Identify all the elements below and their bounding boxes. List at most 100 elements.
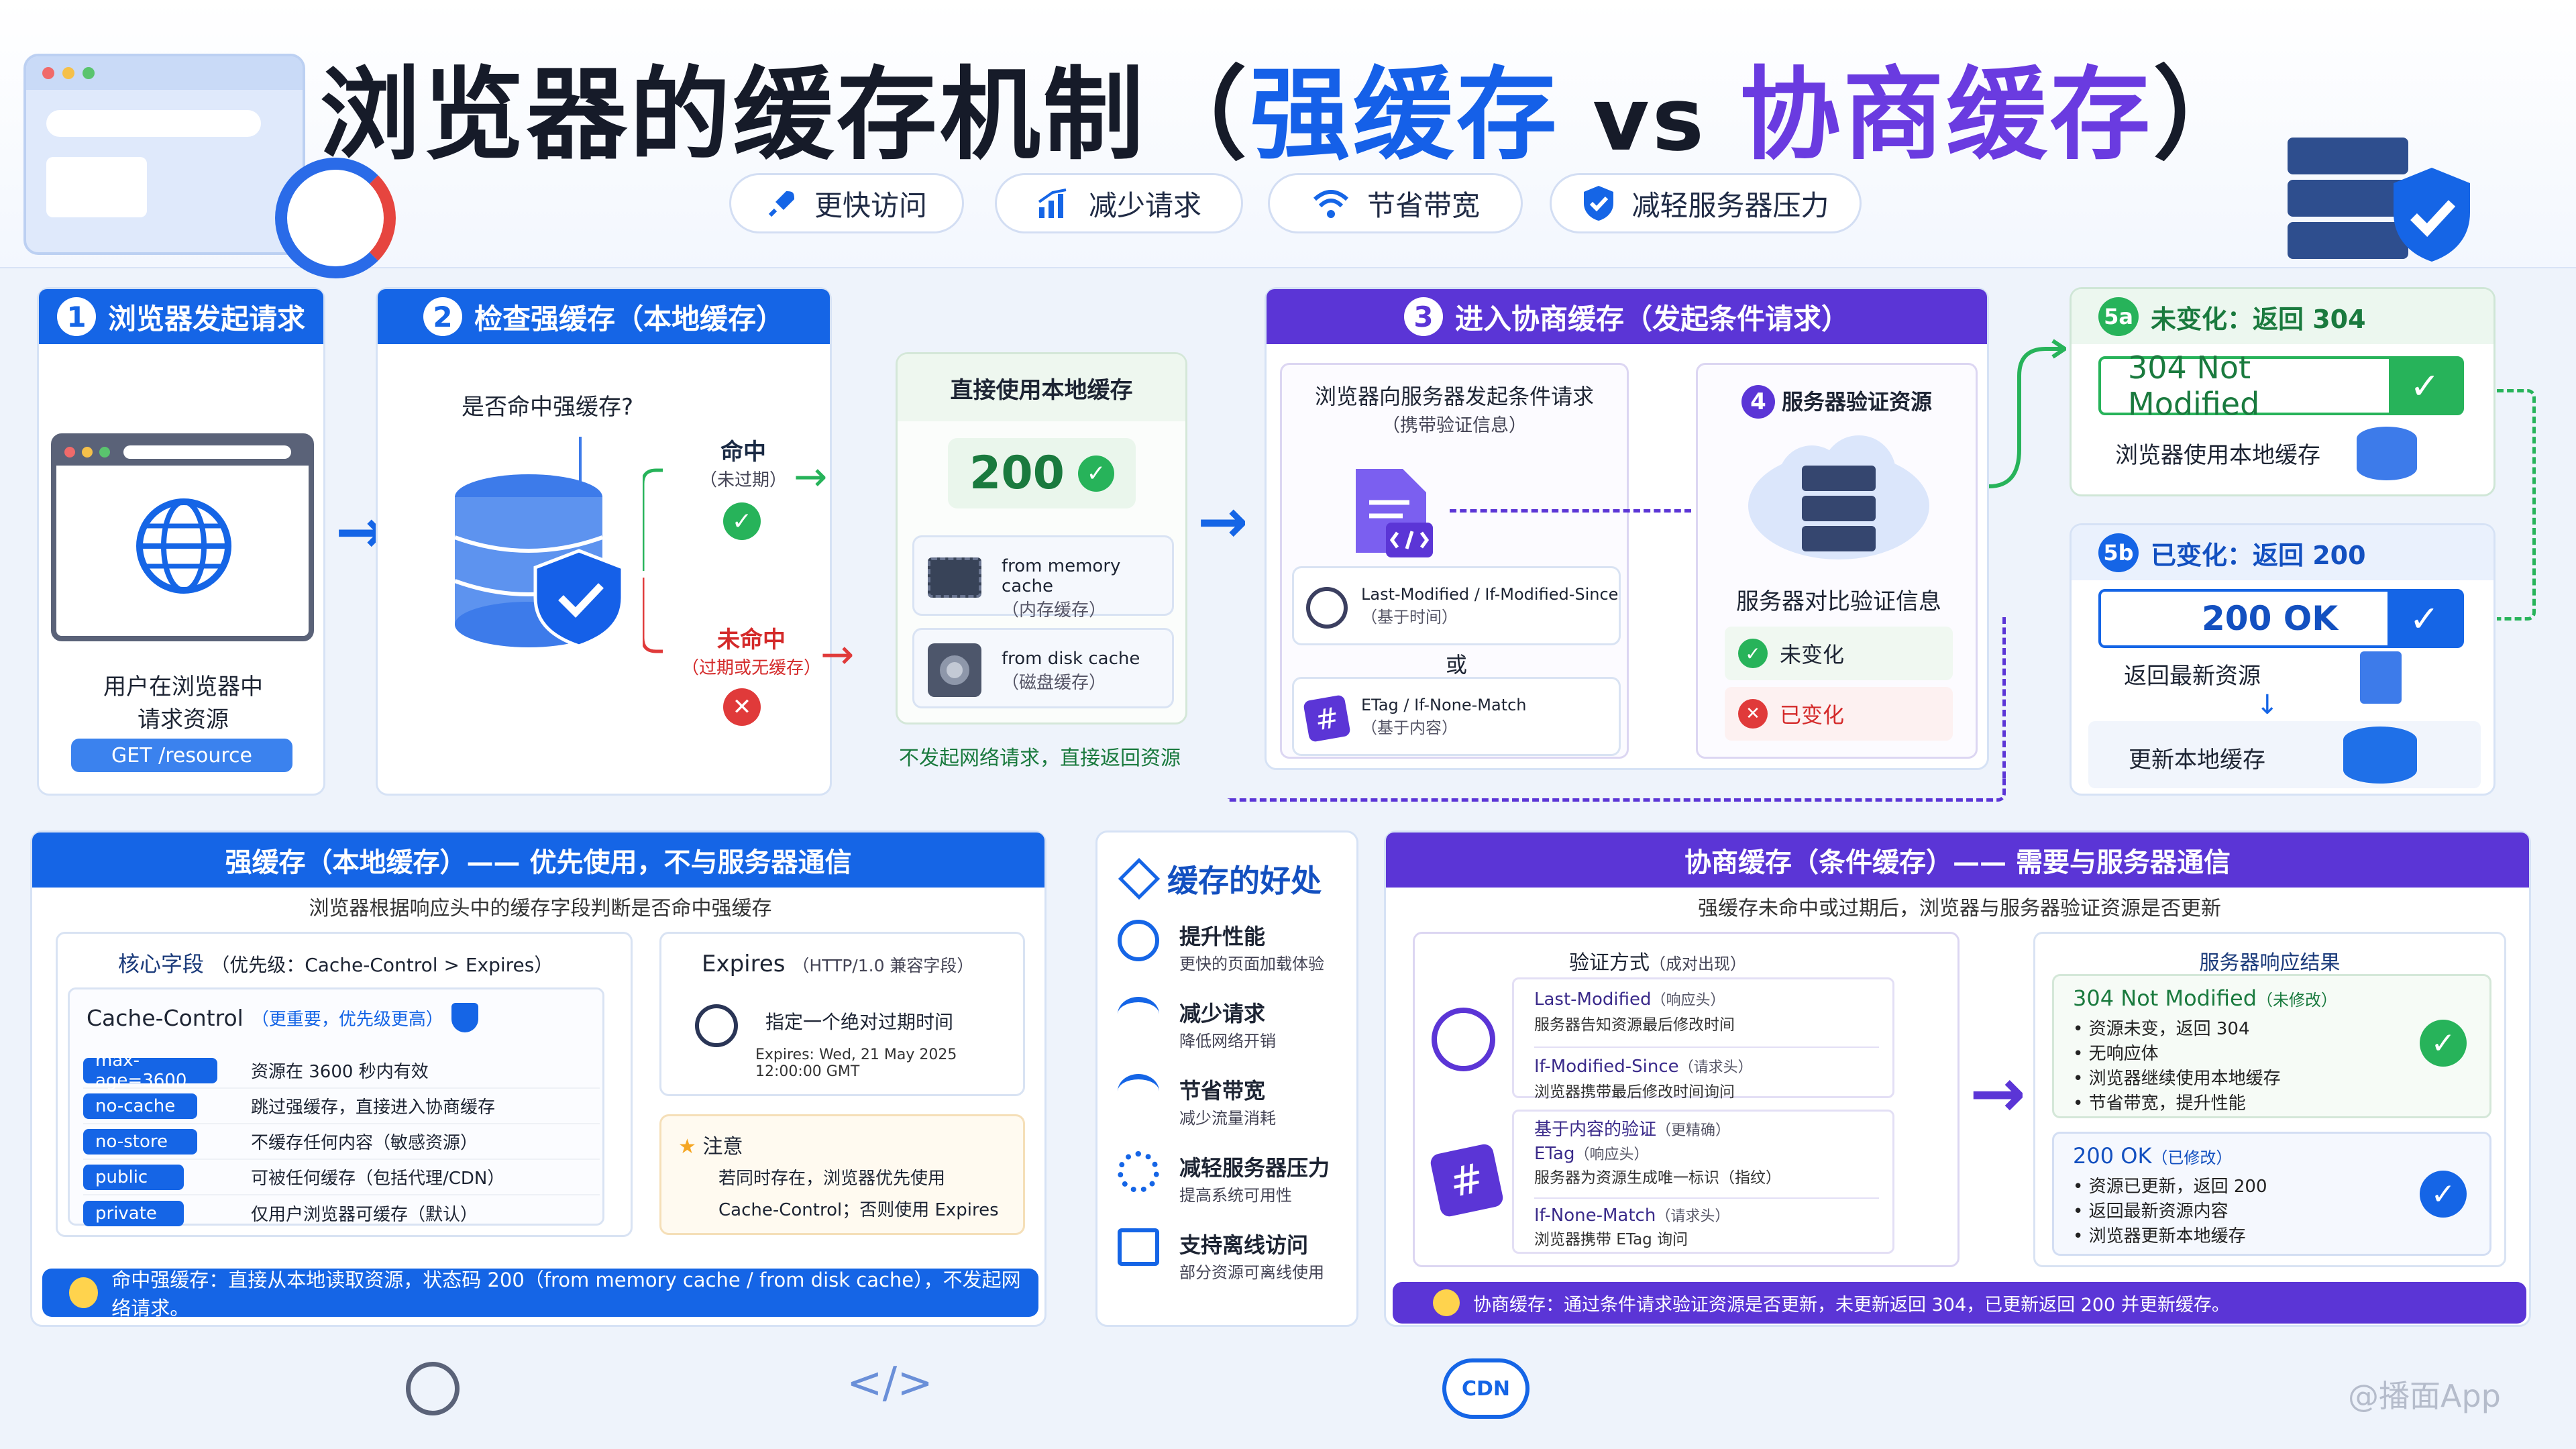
no-request-note: 不发起网络请求，直接返回资源 bbox=[899, 747, 1181, 770]
lightbulb-icon bbox=[1433, 1289, 1460, 1316]
watermark: @播面App bbox=[2348, 1378, 2501, 1414]
compare-label: 服务器对比验证信息 bbox=[1736, 588, 1941, 615]
strong-cache-panel: 强缓存（本地缓存）—— 优先使用，不与服务器通信 浏览器根据响应头中的缓存字段判… bbox=[30, 830, 1046, 1327]
lightbulb-icon bbox=[69, 1277, 99, 1308]
wifi-icon bbox=[1118, 1074, 1159, 1109]
miss-arrow-icon: → bbox=[820, 631, 855, 678]
strong-cache-footer: 命中强缓存：直接从本地读取资源，状态码 200（from memory cach… bbox=[42, 1269, 1038, 1320]
disk-cache-box: from disk cache（磁盘缓存） bbox=[912, 628, 1174, 708]
database-icon bbox=[2357, 427, 2417, 480]
hash-tag-icon: # bbox=[1303, 694, 1351, 743]
negotiated-cache-sub: 强缓存未命中或过期后，浏览器与服务器验证资源是否更新 bbox=[1698, 897, 2221, 920]
globe-icon bbox=[136, 498, 231, 594]
content-based-box: 基于内容的验证（更精确） ETag（响应头） 服务器为资源生成唯一标识（指纹） … bbox=[1512, 1110, 1894, 1254]
wifi-icon bbox=[1313, 190, 1349, 218]
request-tag: GET /resource bbox=[71, 739, 292, 772]
gear-icon bbox=[1118, 1151, 1159, 1193]
database-shield-icon bbox=[453, 474, 625, 648]
status-304-badge: 304 Not Modified ✓ bbox=[2098, 350, 2464, 422]
strong-cache-question: 是否命中强缓存? bbox=[462, 394, 634, 421]
hit-label: 命中（未过期） bbox=[700, 439, 788, 490]
pill-faster-access: 更快访问 bbox=[729, 173, 964, 233]
check-icon: ✓ bbox=[1738, 639, 1768, 668]
miss-label: 未命中（过期或无缓存） bbox=[682, 627, 822, 678]
response-304-box: 304 Not Modified（未修改） • 资源未变，返回 304 • 无响… bbox=[2052, 974, 2491, 1118]
cloud-server-icon bbox=[1748, 435, 1929, 559]
check-icon: ✓ bbox=[2420, 1171, 2467, 1218]
arrow-right-icon: → bbox=[1197, 486, 1248, 557]
or-label: 或 bbox=[1445, 652, 1467, 678]
chip-icon bbox=[928, 557, 981, 598]
hit-check-icon: ✓ bbox=[723, 502, 761, 540]
update-cache-box: 更新本地缓存 bbox=[2088, 721, 2481, 788]
benefits-panel: 缓存的好处 提升性能更快的页面加载体验 减少请求降低网络开销 节省带宽减少流量消… bbox=[1095, 830, 1358, 1327]
disk-icon bbox=[928, 643, 981, 697]
bar-chart-icon bbox=[1038, 189, 1067, 218]
cdn-cloud-icon: CDN bbox=[1442, 1358, 1529, 1419]
pill-save-bandwidth: 节省带宽 bbox=[1268, 173, 1523, 233]
etag-option: # ETag / If-None-Match（基于内容） bbox=[1292, 677, 1621, 756]
negotiated-cache-panel: 协商缓存（条件缓存）—— 需要与服务器通信 强缓存未命中或过期后，浏览器与服务器… bbox=[1384, 830, 2531, 1327]
benefit-item: 减轻服务器压力提高系统可用性 bbox=[1118, 1151, 1346, 1228]
unchanged-status: ✓未变化 bbox=[1725, 627, 1953, 680]
shield-check-icon bbox=[1584, 186, 1614, 221]
miss-x-icon: ✕ bbox=[723, 688, 761, 726]
direct-cache-card: 直接使用本地缓存 200 ✓ from memory cache（内存缓存） f… bbox=[896, 352, 1187, 724]
clock-icon bbox=[1306, 587, 1348, 629]
conditional-request-panel: 浏览器向服务器发起条件请求 （携带验证信息） Last-Modified / I… bbox=[1280, 363, 1691, 759]
benefit-item: 减少请求降低网络开销 bbox=[1118, 997, 1346, 1074]
arrow-right-icon: → bbox=[1970, 1054, 2026, 1132]
arrow-down-icon: ↓ bbox=[2256, 690, 2279, 720]
monitor-icon bbox=[1118, 1228, 1159, 1266]
verify-methods-box: 验证方式（成对出现） Last-Modified（响应头） 服务器告知资源最后修… bbox=[1413, 932, 1960, 1267]
negotiated-cache-header: 协商缓存（条件缓存）—— 需要与服务器通信 bbox=[1386, 833, 2529, 888]
benefit-item: 提升性能更快的页面加载体验 bbox=[1118, 920, 1346, 997]
check-icon: ✓ bbox=[2420, 1020, 2467, 1067]
hash-tag-icon: # bbox=[1429, 1142, 1505, 1218]
check-icon: ✓ bbox=[2388, 359, 2461, 413]
status-200-badge: 200 ✓ bbox=[948, 438, 1136, 508]
check-icon: ✓ bbox=[2387, 592, 2461, 645]
response-200-box: 200 OK（已修改） • 资源已更新，返回 200 • 返回最新资源内容 • … bbox=[2052, 1132, 2491, 1256]
clock-icon bbox=[695, 1004, 738, 1047]
memory-cache-box: from memory cache（内存缓存） bbox=[912, 535, 1174, 621]
server-shield-illustration bbox=[2288, 138, 2475, 265]
header-browser-illustration bbox=[23, 54, 305, 255]
benefit-item: 节省带宽减少流量消耗 bbox=[1118, 1074, 1346, 1151]
use-local-cache-label: 浏览器使用本地缓存 bbox=[2115, 442, 2320, 469]
page-title: 浏览器的缓存机制（强缓存 vs 协商缓存） bbox=[319, 57, 2257, 174]
pill-reduce-server-load: 减轻服务器压力 bbox=[1550, 173, 1862, 233]
benefit-item: 支持离线访问部分资源可离线使用 bbox=[1118, 1228, 1346, 1305]
clock-icon bbox=[1118, 920, 1159, 961]
clock-icon bbox=[1432, 1008, 1495, 1071]
check-icon: ✓ bbox=[1077, 455, 1114, 492]
database-refresh-icon bbox=[2343, 727, 2417, 784]
wifi-icon bbox=[1118, 997, 1159, 1032]
core-fields-box: 核心字段 （优先级：Cache-Control > Expires） Cache… bbox=[56, 932, 633, 1237]
negotiated-cache-footer: 协商缓存：通过条件请求验证资源是否更新，未更新返回 304，已更新返回 200 … bbox=[1393, 1282, 2526, 1324]
code-brackets-icon: </> bbox=[847, 1358, 933, 1408]
strong-cache-header: 强缓存（本地缓存）—— 优先使用，不与服务器通信 bbox=[32, 833, 1044, 888]
latest-resource-label: 返回最新资源 bbox=[2124, 663, 2261, 690]
shield-star-icon bbox=[451, 1003, 478, 1032]
last-modified-option: Last-Modified / If-Modified-Since（基于时间） bbox=[1292, 566, 1621, 645]
status-200-ok-badge: 200 OK ✓ bbox=[2098, 589, 2464, 648]
hit-arrow-icon: → bbox=[794, 453, 828, 500]
code-file-icon bbox=[1356, 469, 1433, 557]
star-icon: ★ bbox=[678, 1135, 696, 1159]
benefits-list: 提升性能更快的页面加载体验 减少请求降低网络开销 节省带宽减少流量消耗 减轻服务… bbox=[1118, 920, 1346, 1305]
document-icon bbox=[2360, 651, 2402, 704]
x-icon: ✕ bbox=[1738, 699, 1768, 729]
expires-box: Expires （HTTP/1.0 兼容字段） 指定一个绝对过期时间 Expir… bbox=[659, 932, 1025, 1096]
diamond-icon bbox=[1118, 857, 1161, 900]
pill-fewer-requests: 减少请求 bbox=[995, 173, 1243, 233]
direct-cache-title: 直接使用本地缓存 bbox=[898, 354, 1185, 421]
